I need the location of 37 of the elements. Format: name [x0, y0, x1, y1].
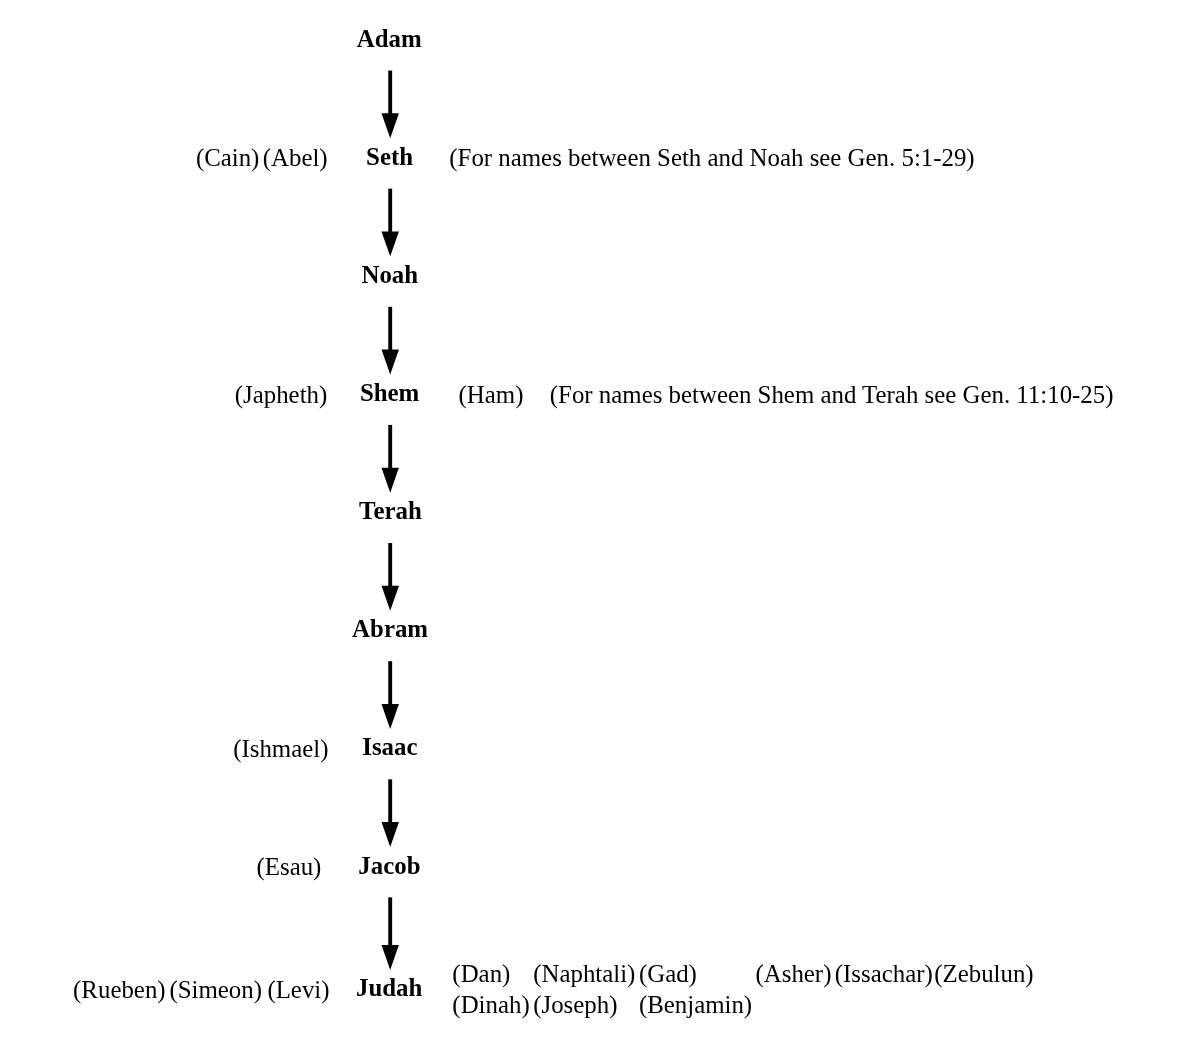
node-label: (Gad): [638, 960, 697, 988]
arrow: [380, 779, 399, 848]
node-label: (Cain): [195, 144, 259, 172]
node-text: Shem: [359, 379, 419, 407]
node-label: (Joseph): [532, 991, 617, 1019]
node-text: Noah: [360, 260, 418, 288]
node-text: Isaac: [361, 733, 417, 761]
arrow: [380, 306, 399, 375]
node-text: Seth: [365, 142, 413, 170]
node-label: (Naphtali): [532, 960, 635, 988]
node-label: (Rueben): [72, 975, 166, 1003]
label: (For names between Shem and Terah see Gen. 11:10-25): [549, 380, 1113, 408]
node-label: (Japheth): [234, 380, 327, 408]
node-label: (Ishmael): [232, 735, 328, 763]
node-label: (Ham): [458, 380, 523, 408]
node-label: (Benjamin): [638, 991, 752, 1019]
node-text: Judah: [355, 974, 422, 1002]
arrow: [380, 188, 399, 257]
node-text: Abram: [351, 615, 428, 643]
label: (For names between Seth and Noah see Gen. 5:1-29): [448, 144, 975, 172]
node-text: Terah: [358, 497, 422, 525]
arrow: [380, 70, 399, 139]
arrow: [380, 661, 399, 729]
node-label: (Asher): [754, 960, 831, 988]
node-label: (Issachar): [834, 960, 933, 988]
node-label: (Abel): [262, 144, 328, 172]
node-label: (Dan): [451, 960, 510, 988]
node-label: (Dinah): [451, 991, 530, 1019]
arrow: [380, 424, 399, 493]
node-label: (Levi): [266, 975, 330, 1003]
arrow: [380, 543, 399, 611]
node-label: (Esau): [256, 853, 321, 881]
arrow: [380, 897, 399, 970]
node-label: (Zebulun): [933, 960, 1034, 988]
node-text: Jacob: [357, 851, 420, 879]
node-label: (Simeon): [168, 975, 262, 1003]
node-text: Adam: [356, 24, 422, 52]
